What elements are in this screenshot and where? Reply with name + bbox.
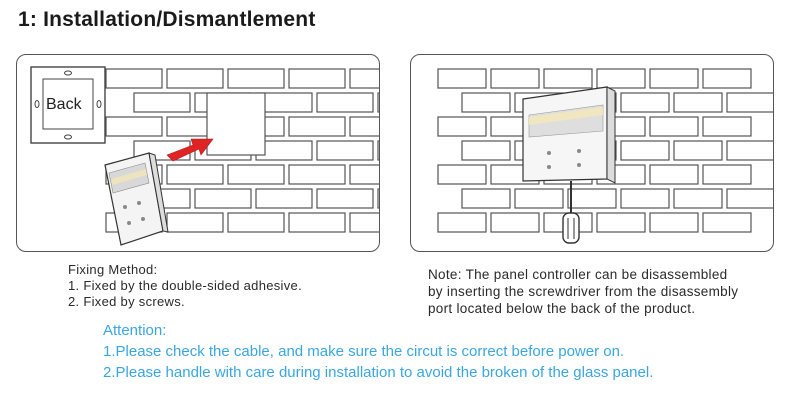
brick xyxy=(105,68,163,89)
brick xyxy=(349,164,379,185)
brick xyxy=(673,92,723,113)
fixing-method-item: 1. Fixed by the double-sided adhesive. xyxy=(68,278,302,293)
wall-mount-area xyxy=(206,92,266,156)
brick xyxy=(702,164,752,185)
brick xyxy=(649,164,699,185)
brick-wall xyxy=(437,68,773,233)
attention-item: 1.Please check the cable, and make sure … xyxy=(103,343,625,360)
brick xyxy=(620,188,670,209)
brick xyxy=(227,212,285,233)
brick xyxy=(316,188,374,209)
panel-device xyxy=(522,86,616,184)
brick xyxy=(105,116,163,137)
disassembly-note: Note: The panel controller can be disass… xyxy=(428,266,738,317)
brick xyxy=(461,140,511,161)
installation-illustration-panel: Back xyxy=(16,54,380,252)
brick xyxy=(437,212,487,233)
brick xyxy=(702,116,752,137)
brick xyxy=(673,140,723,161)
brick xyxy=(316,92,374,113)
brick xyxy=(133,92,191,113)
brick xyxy=(649,116,699,137)
brick xyxy=(620,140,670,161)
back-plate: Back xyxy=(30,66,106,144)
attention-heading: Attention: xyxy=(103,322,167,339)
fixing-method-heading: Fixing Method: xyxy=(68,262,158,277)
note-line: by inserting the screwdriver from the di… xyxy=(428,284,739,299)
brick xyxy=(514,188,564,209)
brick xyxy=(726,92,773,113)
brick xyxy=(166,212,224,233)
brick xyxy=(377,188,379,209)
brick xyxy=(726,188,773,209)
brick xyxy=(255,188,313,209)
brick xyxy=(194,188,252,209)
brick xyxy=(437,68,487,89)
fixing-method-item: 2. Fixed by screws. xyxy=(68,294,185,309)
dismantlement-illustration xyxy=(437,68,773,244)
arrow-icon xyxy=(166,138,214,162)
brick xyxy=(461,188,511,209)
brick xyxy=(349,212,379,233)
brick xyxy=(227,164,285,185)
brick xyxy=(166,68,224,89)
brick xyxy=(673,188,723,209)
brick xyxy=(490,68,540,89)
brick xyxy=(349,68,379,89)
brick xyxy=(288,116,346,137)
screwdriver-icon xyxy=(562,181,580,244)
brick xyxy=(702,68,752,89)
back-label: Back xyxy=(46,96,83,113)
brick xyxy=(437,116,487,137)
installation-illustration: Back xyxy=(30,66,379,246)
brick xyxy=(596,212,646,233)
brick xyxy=(596,68,646,89)
brick xyxy=(166,164,224,185)
brick xyxy=(227,68,285,89)
brick xyxy=(288,164,346,185)
brick xyxy=(726,140,773,161)
brick xyxy=(437,164,487,185)
brick xyxy=(543,68,593,89)
brick xyxy=(649,212,699,233)
brick xyxy=(377,140,379,161)
note-line: Note: The panel controller can be disass… xyxy=(428,267,728,282)
brick xyxy=(702,212,752,233)
brick xyxy=(567,188,617,209)
brick xyxy=(316,140,374,161)
brick xyxy=(349,116,379,137)
brick xyxy=(649,68,699,89)
brick xyxy=(490,212,540,233)
fixing-method: Fixing Method: 1. Fixed by the double-si… xyxy=(68,262,302,310)
attention-block: Attention: 1.Please check the cable, and… xyxy=(103,320,653,383)
attention-item: 2.Please handle with care during install… xyxy=(103,364,654,381)
dismantlement-illustration-panel xyxy=(410,54,774,252)
brick xyxy=(288,212,346,233)
page-title: 1: Installation/Dismantlement xyxy=(18,8,316,31)
brick xyxy=(377,92,379,113)
panel-device xyxy=(104,152,169,246)
note-line: port located below the back of the produ… xyxy=(428,301,696,316)
brick xyxy=(461,92,511,113)
brick xyxy=(620,92,670,113)
brick xyxy=(288,68,346,89)
